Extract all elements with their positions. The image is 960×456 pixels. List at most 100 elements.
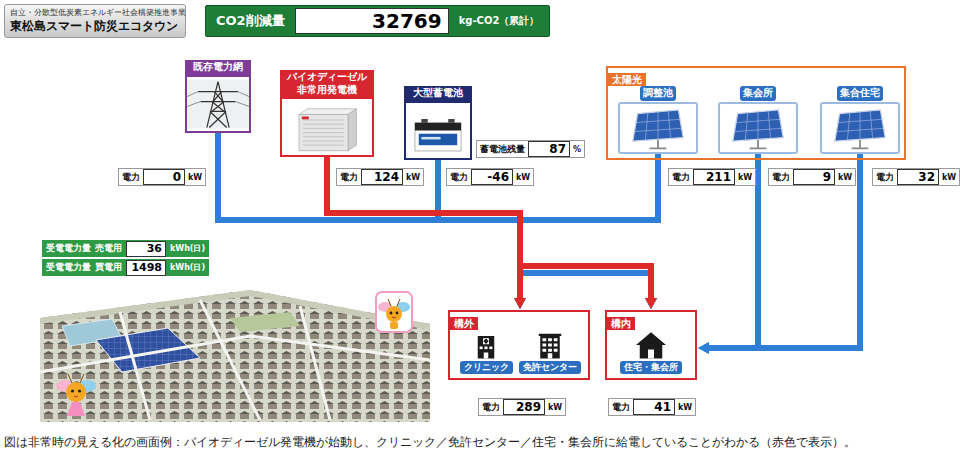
- power-line: [520, 154, 658, 300]
- facility: 免許センター: [516, 330, 584, 374]
- icon: [187, 77, 249, 131]
- facility-label: クリニック: [460, 361, 513, 374]
- reading-name: 電力: [772, 171, 790, 184]
- header-subtitle: 自立・分散型低炭素エネルギー社会構築推進事業: [10, 7, 180, 18]
- grid-source: 既存電力網: [185, 60, 251, 133]
- power-line: [520, 154, 658, 300]
- device-frame: [185, 75, 251, 133]
- reading-value: 9: [793, 169, 835, 185]
- reading-name: 受電電力量: [46, 242, 91, 255]
- reading-unit: kW: [548, 403, 562, 412]
- reading-unit: kW: [188, 173, 202, 182]
- reading-name: 電力: [122, 171, 140, 184]
- device-frame: [280, 97, 374, 157]
- solar-panel: 集合住宅: [820, 86, 900, 154]
- power-line: [438, 160, 651, 300]
- reading-value: 32: [897, 169, 939, 185]
- power-line: [438, 160, 520, 300]
- battery-level: 蓄電池残量87%: [476, 140, 585, 158]
- icon: [516, 330, 584, 360]
- reading-unit: %: [573, 145, 581, 154]
- device-frame: [404, 101, 472, 160]
- reading-value: 0: [143, 169, 185, 185]
- icon: [282, 99, 372, 155]
- reading-value: 124: [361, 169, 403, 185]
- power-reading: 電力0kW: [118, 168, 206, 186]
- reading-value: 211: [693, 169, 735, 185]
- icon: [456, 330, 516, 360]
- co2-panel: CO2削減量 32769 kg-CO2（累計）: [205, 5, 550, 37]
- device-label: 集会所: [740, 86, 776, 101]
- reading-name: 蓄電池残量: [480, 143, 525, 156]
- power-reading: 電力124kW: [336, 168, 424, 186]
- group-label: 太陽光: [608, 73, 646, 86]
- caption-box: 図は非常時の見える化の画面例：バイオディーゼル発電機が始動し、クリニック／免許セ…: [4, 434, 956, 450]
- reading-unit: kWh(日): [170, 262, 205, 273]
- device-label: 集合住宅: [837, 86, 883, 101]
- power-line: [327, 157, 520, 299]
- co2-label: CO2削減量: [216, 12, 285, 30]
- reading-unit: kW: [678, 403, 692, 412]
- solar-group: 太陽光調整池 集会所 集合住宅: [606, 66, 906, 160]
- reading-value: 1498: [126, 260, 166, 276]
- device-label: バイオディーゼル 非常用発電機: [280, 70, 374, 97]
- group-label: 構外: [450, 317, 478, 330]
- received-energy: 受電電力量売電用 36 kWh(日): [42, 240, 209, 257]
- device-label: 大型蓄電池: [404, 86, 472, 101]
- icon: [822, 104, 898, 152]
- power-reading: 電力289kW: [478, 398, 566, 416]
- icon: [620, 104, 696, 152]
- power-reading: 電力211kW: [668, 168, 756, 186]
- reading-name: 電力: [672, 171, 690, 184]
- reading-value: 289: [503, 399, 545, 415]
- reading-value: 87: [528, 141, 570, 157]
- reading-value: -46: [471, 169, 513, 185]
- facility-label: 免許センター: [519, 361, 581, 374]
- device-frame: [718, 102, 798, 154]
- device-label: 調整池: [640, 86, 676, 101]
- reading-unit: kW: [516, 173, 530, 182]
- reading-name: 電力: [612, 401, 630, 414]
- received-energy: 受電電力量買電用 1498 kWh(日): [42, 259, 209, 276]
- group-label: 構内: [607, 317, 635, 330]
- co2-value: 32769: [295, 8, 449, 34]
- reading-name: 電力: [450, 171, 468, 184]
- reading-name: 電力: [482, 401, 500, 414]
- consumer-group: 構内住宅・集会所: [605, 310, 697, 380]
- icon: [406, 103, 470, 158]
- generator: バイオディーゼル 非常用発電機: [280, 70, 374, 157]
- power-reading: 電力41kW: [608, 398, 696, 416]
- reading-name: 買電用: [95, 261, 122, 274]
- header-panel: 自立・分散型低炭素エネルギー社会構築推進事業東松島スマート防災エコタウン: [4, 4, 186, 38]
- reading-value: 36: [126, 241, 166, 257]
- device-label: 既存電力網: [185, 60, 251, 75]
- facility: 住宅・集会所: [611, 330, 691, 374]
- power-reading: 電力32kW: [872, 168, 960, 186]
- reading-unit: kWh(日): [170, 243, 205, 254]
- solar-panel: 調整池: [618, 86, 698, 154]
- power-line: [327, 157, 651, 299]
- reading-name: 電力: [876, 171, 894, 184]
- reading-name: 売電用: [95, 242, 122, 255]
- solar-panel: 集会所: [718, 86, 798, 154]
- consumer-group: 構外クリニック免許センター: [448, 310, 590, 380]
- reading-unit: kW: [738, 173, 752, 182]
- reading-name: 電力: [340, 171, 358, 184]
- reading-unit: kW: [942, 173, 956, 182]
- reading-unit: kW: [838, 173, 852, 182]
- figure-caption: 図は非常時の見える化の画面例：バイオディーゼル発電機が始動し、クリニック／免許セ…: [4, 434, 956, 450]
- power-reading: 電力9kW: [768, 168, 856, 186]
- facility-label: 住宅・集会所: [620, 361, 682, 374]
- facility: クリニック: [456, 330, 516, 374]
- icon: [720, 104, 796, 152]
- device-frame: [820, 102, 900, 154]
- reading-unit: kW: [406, 173, 420, 182]
- header-title: 東松島スマート防災エコタウン: [10, 18, 180, 35]
- reading-name: 受電電力量: [46, 261, 91, 274]
- power-reading: 電力-46kW: [446, 168, 534, 186]
- co2-unit: kg-CO2（累計）: [459, 14, 540, 28]
